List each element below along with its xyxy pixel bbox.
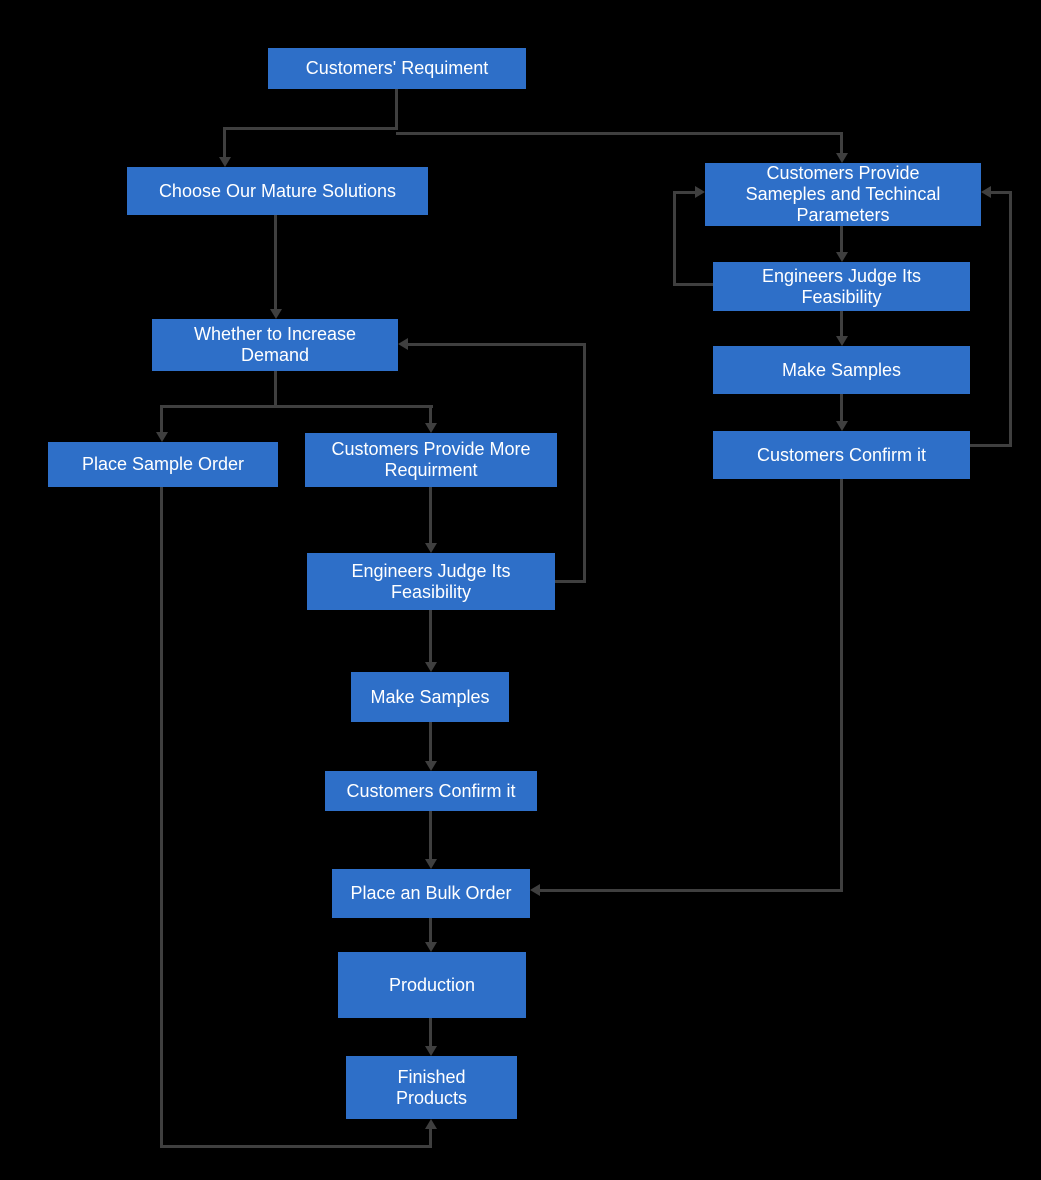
node-customers-confirm-right: Customers Confirm it bbox=[713, 431, 970, 479]
arrowhead bbox=[425, 662, 437, 672]
connector-line bbox=[840, 479, 843, 892]
connector-line bbox=[160, 1145, 432, 1148]
arrowhead bbox=[425, 543, 437, 553]
connector-line bbox=[160, 487, 163, 1148]
node-make-samples-mid: Make Samples bbox=[351, 672, 509, 722]
connector-line bbox=[583, 343, 586, 583]
connector-line bbox=[840, 226, 843, 253]
node-finished-products: Finished Products bbox=[346, 1056, 517, 1119]
connector-line bbox=[429, 405, 432, 424]
connector-line bbox=[429, 918, 432, 943]
arrowhead bbox=[425, 761, 437, 771]
connector-line bbox=[429, 610, 432, 663]
connector-line bbox=[429, 487, 432, 544]
connector-line bbox=[274, 371, 277, 408]
connector-line bbox=[840, 311, 843, 337]
connector-line bbox=[395, 89, 398, 130]
arrowhead bbox=[836, 252, 848, 262]
node-whether-to-increase-demand: Whether to Increase Demand bbox=[152, 319, 398, 371]
arrowhead bbox=[425, 1046, 437, 1056]
node-engineers-judge-right: Engineers Judge Its Feasibility bbox=[713, 262, 970, 311]
arrowhead bbox=[425, 1119, 437, 1129]
node-customers-provide-samples: Customers Provide Sameples and Techincal… bbox=[705, 163, 981, 226]
node-customers-requirement: Customers' Requiment bbox=[268, 48, 526, 89]
connector-line bbox=[429, 811, 432, 860]
arrowhead bbox=[425, 859, 437, 869]
arrowhead bbox=[425, 423, 437, 433]
connector-line bbox=[429, 1129, 432, 1145]
connector-line bbox=[408, 343, 586, 346]
node-production: Production bbox=[338, 952, 526, 1018]
node-place-sample-order: Place Sample Order bbox=[48, 442, 278, 487]
connector-line bbox=[429, 722, 432, 762]
node-engineers-judge-mid: Engineers Judge Its Feasibility bbox=[307, 553, 555, 610]
connector-line bbox=[840, 132, 843, 154]
arrowhead bbox=[836, 336, 848, 346]
connector-line bbox=[991, 191, 1012, 194]
arrowhead bbox=[836, 421, 848, 431]
arrowhead bbox=[398, 338, 408, 350]
arrowhead bbox=[836, 153, 848, 163]
connector-line bbox=[223, 127, 398, 130]
arrowhead bbox=[219, 157, 231, 167]
arrowhead bbox=[425, 942, 437, 952]
connector-line bbox=[840, 394, 843, 422]
node-make-samples-right: Make Samples bbox=[713, 346, 970, 394]
connector-line bbox=[1009, 192, 1012, 447]
connector-line bbox=[970, 444, 1012, 447]
node-place-bulk-order: Place an Bulk Order bbox=[332, 869, 530, 918]
arrowhead bbox=[981, 186, 991, 198]
connector-line bbox=[429, 1018, 432, 1047]
connector-line bbox=[675, 283, 713, 286]
arrowhead bbox=[156, 432, 168, 442]
node-customers-confirm-mid: Customers Confirm it bbox=[325, 771, 537, 811]
connector-line bbox=[673, 191, 695, 194]
arrowhead bbox=[530, 884, 540, 896]
arrowhead bbox=[270, 309, 282, 319]
connector-line bbox=[540, 889, 843, 892]
connector-line bbox=[673, 192, 676, 286]
connector-line bbox=[274, 215, 277, 310]
connector-line bbox=[396, 132, 843, 135]
node-choose-mature-solutions: Choose Our Mature Solutions bbox=[127, 167, 428, 215]
connector-line bbox=[160, 405, 163, 433]
connector-line bbox=[223, 127, 226, 158]
node-customers-provide-more: Customers Provide More Requirment bbox=[305, 433, 557, 487]
arrowhead bbox=[695, 186, 705, 198]
connector-line bbox=[555, 580, 586, 583]
connector-line bbox=[160, 405, 433, 408]
